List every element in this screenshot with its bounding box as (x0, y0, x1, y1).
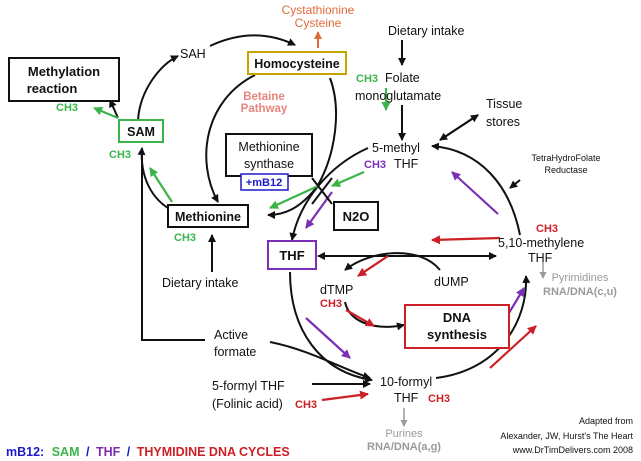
label-dna-line2: synthesis (427, 327, 487, 342)
label-mb12-badge: +mB12 (246, 177, 282, 189)
arrow-thf-to-formyl10 (289, 271, 373, 383)
label-tissue-line2: stores (486, 115, 520, 129)
caption-thf: THF (96, 445, 121, 459)
label-folate-line2: monoglutamate (355, 89, 441, 103)
label-methylation-ch3: CH3 (56, 102, 78, 114)
label-thf-reductase-line2: Reductase (544, 165, 587, 175)
label-methyl-thf-line2: THF (394, 157, 419, 171)
label-homocysteine: Homocysteine (254, 57, 339, 71)
label-cystathionine: Cystathionine (282, 3, 355, 17)
arrow-sah-to-homocysteine (209, 34, 296, 47)
credit-line3: www.DrTimDelivers.com 2008 (512, 445, 633, 455)
red-arrow-formyl10-to-methylene (489, 325, 537, 369)
label-formyl10-line2: THF (394, 391, 419, 405)
green-arrow-synthase-to-methionine (269, 185, 319, 209)
homocysteine-box (247, 51, 347, 75)
arrow-methylene-to-methyl (431, 142, 521, 236)
n2o-box (333, 201, 379, 231)
label-dietary-intake-bottom: Dietary intake (162, 276, 238, 290)
red-arrow-formyl5-to-formyl10 (321, 390, 369, 402)
label-thf: THF (279, 248, 304, 263)
red-arrow-to-dtmp (357, 255, 389, 277)
caption-mb12: mB12: (6, 445, 44, 459)
label-formyl5-ch3: CH3 (295, 399, 317, 411)
arrow-active-formate-to-formyl10 (269, 341, 371, 380)
label-methionine: Methionine (175, 210, 241, 224)
label-formyl5-line2: (Folinic acid) (212, 397, 283, 411)
label-active-formate-line1: Active (214, 328, 248, 342)
label-methyl-thf-ch3: CH3 (364, 159, 386, 171)
label-pyrimidines-line2: RNA/DNA(c,u) (543, 286, 617, 298)
label-folate-ch3: CH3 (356, 73, 378, 85)
label-methyl-thf-line1: 5-methyl (372, 141, 420, 155)
red-arrow-methylene-to-thf (431, 235, 501, 245)
label-thf-reductase-line1: TetraHydroFolate (531, 153, 600, 163)
label-methylene-ch3: CH3 (536, 223, 558, 235)
label-formyl5-line1: 5-formyl THF (212, 379, 285, 393)
green-arrow-methionine-to-sam (149, 167, 173, 203)
label-dump: dUMP (434, 275, 469, 289)
label-active-formate-line2: formate (214, 345, 256, 359)
label-methylation-line2: reaction (27, 81, 78, 96)
label-formyl10-line1: 10-formyl (380, 375, 432, 389)
label-dietary-intake-top: Dietary intake (388, 24, 464, 38)
label-folate-line1: Folate (385, 71, 420, 85)
arrow-tissue-stores-back (439, 114, 479, 141)
red-arrow-dtmp-to-dna (345, 309, 375, 327)
arrow-sam-to-methylation (109, 99, 119, 119)
label-methionine-ch3: CH3 (174, 232, 196, 244)
credit-line2: Alexander, JW, Hurst's The Heart (500, 431, 633, 441)
label-tissue-line1: Tissue (486, 97, 522, 111)
green-sam-arrows (93, 88, 391, 209)
methionine-box (167, 204, 249, 228)
arrow-dump-to-dtmp (344, 252, 441, 271)
label-methylene-line1: 5,10-methylene (498, 236, 584, 250)
label-methylation-line1: Methylation (28, 64, 100, 79)
label-n2o: N2O (343, 209, 370, 224)
caption-sep2: / (127, 445, 131, 459)
caption: mB12: SAM / THF / THYMIDINE DNA CYCLES (6, 445, 290, 459)
arrow-homocysteine-to-methionine (205, 74, 256, 203)
label-betaine-line2: Pathway (241, 103, 288, 115)
label-purines-line2: RNA/DNA(a,g) (367, 441, 441, 453)
n2o-inhibition-cross (311, 177, 333, 205)
label-sam-ch3: CH3 (109, 149, 131, 161)
green-arrow-methyl-to-synthase (331, 170, 365, 188)
arrow-sam-to-sah (137, 55, 179, 121)
label-methylene-line2: THF (528, 251, 553, 265)
credit-line1: Adapted from (579, 416, 633, 426)
label-sam: SAM (127, 125, 155, 139)
label-purines-line1: Purines (385, 428, 423, 440)
label-dna-line1: DNA (443, 310, 472, 325)
sam-box (118, 119, 164, 143)
methylation-box (8, 57, 120, 102)
line-sam-column-down (141, 150, 205, 341)
caption-thymidine: THYMIDINE DNA CYCLES (137, 445, 290, 459)
caption-sam: SAM (52, 445, 80, 459)
purple-arrow-thf-to-formyl10 (305, 317, 351, 359)
label-dtmp-ch3: CH3 (320, 298, 342, 310)
label-betaine-line1: Betaine (243, 91, 285, 103)
label-sah: SAH (180, 47, 206, 61)
purple-arrow-methylene-to-methyl (451, 171, 499, 215)
thf-box (267, 240, 317, 270)
label-formyl10-ch3: CH3 (428, 393, 450, 405)
arrow-reductase (509, 179, 521, 189)
label-dtmp: dTMP (320, 283, 353, 297)
dna-synthesis-box (404, 304, 510, 349)
caption-sep1: / (86, 445, 90, 459)
red-thymidine-arrows (321, 235, 537, 402)
green-arrow-sam-to-methylation (93, 106, 119, 120)
arrow-homocysteine-to-synthase (317, 77, 337, 186)
label-ms-line2: synthase (244, 157, 294, 171)
arrow-synthase-to-methionine (267, 187, 317, 219)
label-cysteine: Cysteine (295, 16, 342, 30)
label-pyrimidines-line1: Pyrimidines (552, 272, 609, 284)
mb12-badge-box (240, 173, 289, 191)
label-ms-line1: Methionine (238, 140, 299, 154)
